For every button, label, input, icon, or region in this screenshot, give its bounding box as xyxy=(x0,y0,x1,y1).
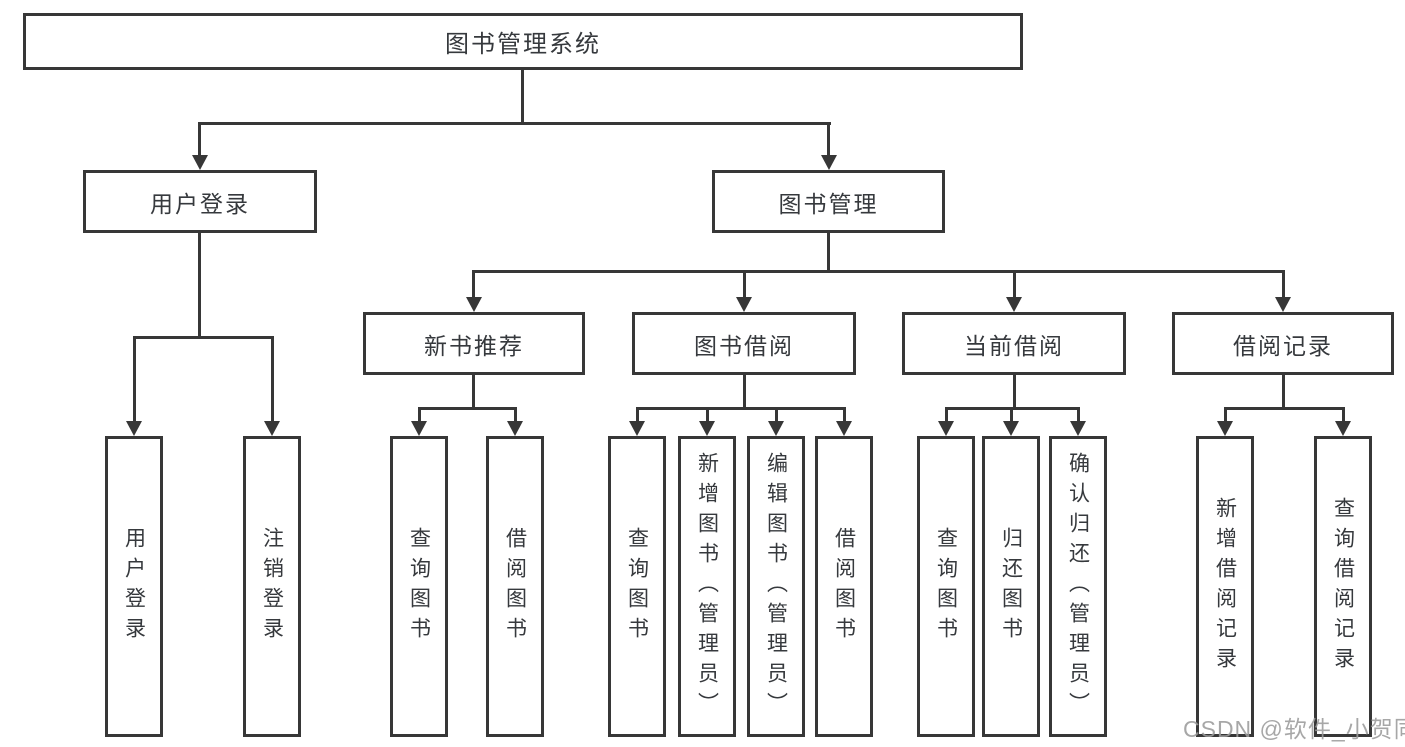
connector-vline xyxy=(1013,270,1016,298)
connector-vline xyxy=(521,70,524,123)
connector-vline xyxy=(743,270,746,298)
leaf-current-return: 归还图书 xyxy=(982,436,1040,737)
node-book-borrowing: 图书借阅 xyxy=(632,312,856,375)
connector-vline xyxy=(198,122,201,156)
leaf-label: 新增图书（管理员） xyxy=(695,451,719,722)
connector-hline xyxy=(472,270,1285,273)
connector-vline xyxy=(945,407,948,423)
node-new-books: 新书推荐 xyxy=(363,312,585,375)
arrow-down-icon xyxy=(507,421,523,436)
node-new-books-label: 新书推荐 xyxy=(424,332,524,359)
arrow-down-icon xyxy=(1003,421,1019,436)
connector-vline xyxy=(472,270,475,298)
connector-vline xyxy=(775,407,778,423)
leaf-label: 借阅图书 xyxy=(832,526,856,647)
connector-vline xyxy=(1010,407,1013,423)
leaf-records-query: 查询借阅记录 xyxy=(1314,436,1372,737)
connector-vline xyxy=(133,336,136,422)
arrow-down-icon xyxy=(1335,421,1351,436)
arrow-down-icon xyxy=(821,155,837,170)
connector-vline xyxy=(843,407,846,423)
arrow-down-icon xyxy=(938,421,954,436)
arrow-down-icon xyxy=(466,297,482,312)
connector-hline xyxy=(133,336,274,339)
arrow-down-icon xyxy=(126,421,142,436)
arrow-down-icon xyxy=(629,421,645,436)
connector-hline xyxy=(636,407,845,410)
connector-vline xyxy=(198,233,201,337)
connector-vline xyxy=(1224,407,1227,423)
arrow-down-icon xyxy=(264,421,280,436)
arrow-down-icon xyxy=(768,421,784,436)
leaf-borrow-edit-admin: 编辑图书（管理员） xyxy=(747,436,805,737)
leaf-label: 编辑图书（管理员） xyxy=(764,451,788,722)
connector-vline xyxy=(514,407,517,423)
connector-vline xyxy=(418,407,421,423)
connector-hline xyxy=(1224,407,1344,410)
node-current-borrowing-label: 当前借阅 xyxy=(964,332,1064,359)
leaf-newbooks-borrow: 借阅图书 xyxy=(486,436,544,737)
leaf-borrow-query: 查询图书 xyxy=(608,436,666,737)
arrow-down-icon xyxy=(192,155,208,170)
connector-hline xyxy=(418,407,517,410)
leaf-label: 查询图书 xyxy=(934,526,958,647)
leaf-borrow-add-admin: 新增图书（管理员） xyxy=(678,436,736,737)
node-root-label: 图书管理系统 xyxy=(445,31,601,58)
connector-vline xyxy=(706,407,709,423)
leaf-label: 查询图书 xyxy=(407,526,431,647)
leaf-label: 查询借阅记录 xyxy=(1331,496,1355,677)
leaf-label: 注销登录 xyxy=(260,526,284,647)
arrow-down-icon xyxy=(411,421,427,436)
connector-hline xyxy=(198,122,831,125)
arrow-down-icon xyxy=(1006,297,1022,312)
connector-vline xyxy=(827,233,830,271)
leaf-label: 查询图书 xyxy=(625,526,649,647)
connector-vline xyxy=(1282,270,1285,298)
arrow-down-icon xyxy=(1070,421,1086,436)
node-book-borrowing-label: 图书借阅 xyxy=(694,332,794,359)
node-book-management-label: 图书管理 xyxy=(778,190,879,217)
node-user-login: 用户登录 xyxy=(83,170,317,233)
leaf-logout: 注销登录 xyxy=(243,436,301,737)
leaf-label: 新增借阅记录 xyxy=(1213,496,1237,677)
leaf-current-query: 查询图书 xyxy=(917,436,975,737)
node-borrowing-records: 借阅记录 xyxy=(1172,312,1394,375)
connector-vline xyxy=(1282,375,1285,409)
leaf-label: 用户登录 xyxy=(122,526,146,647)
connector-vline xyxy=(636,407,639,423)
connector-vline xyxy=(827,122,830,156)
connector-vline xyxy=(743,375,746,409)
leaf-label: 借阅图书 xyxy=(503,526,527,647)
connector-vline xyxy=(271,336,274,422)
leaf-newbooks-query: 查询图书 xyxy=(390,436,448,737)
leaf-borrow-borrow: 借阅图书 xyxy=(815,436,873,737)
leaf-records-add: 新增借阅记录 xyxy=(1196,436,1254,737)
connector-vline xyxy=(1077,407,1080,423)
node-book-management: 图书管理 xyxy=(712,170,945,233)
leaf-label: 确认归还（管理员） xyxy=(1066,451,1090,722)
csdn-watermark: CSDN @软件_小贺同学 xyxy=(1183,716,1405,742)
leaf-current-confirm-return-admin: 确认归还（管理员） xyxy=(1049,436,1107,737)
node-current-borrowing: 当前借阅 xyxy=(902,312,1126,375)
arrow-down-icon xyxy=(836,421,852,436)
connector-vline xyxy=(472,375,475,409)
node-borrowing-records-label: 借阅记录 xyxy=(1233,332,1333,359)
connector-vline xyxy=(1342,407,1345,423)
node-root: 图书管理系统 xyxy=(23,13,1023,70)
arrow-down-icon xyxy=(1275,297,1291,312)
arrow-down-icon xyxy=(1217,421,1233,436)
leaf-label: 归还图书 xyxy=(999,526,1023,647)
connector-vline xyxy=(1013,375,1016,409)
arrow-down-icon xyxy=(736,297,752,312)
leaf-user-login: 用户登录 xyxy=(105,436,163,737)
node-user-login-label: 用户登录 xyxy=(150,190,250,217)
arrow-down-icon xyxy=(699,421,715,436)
